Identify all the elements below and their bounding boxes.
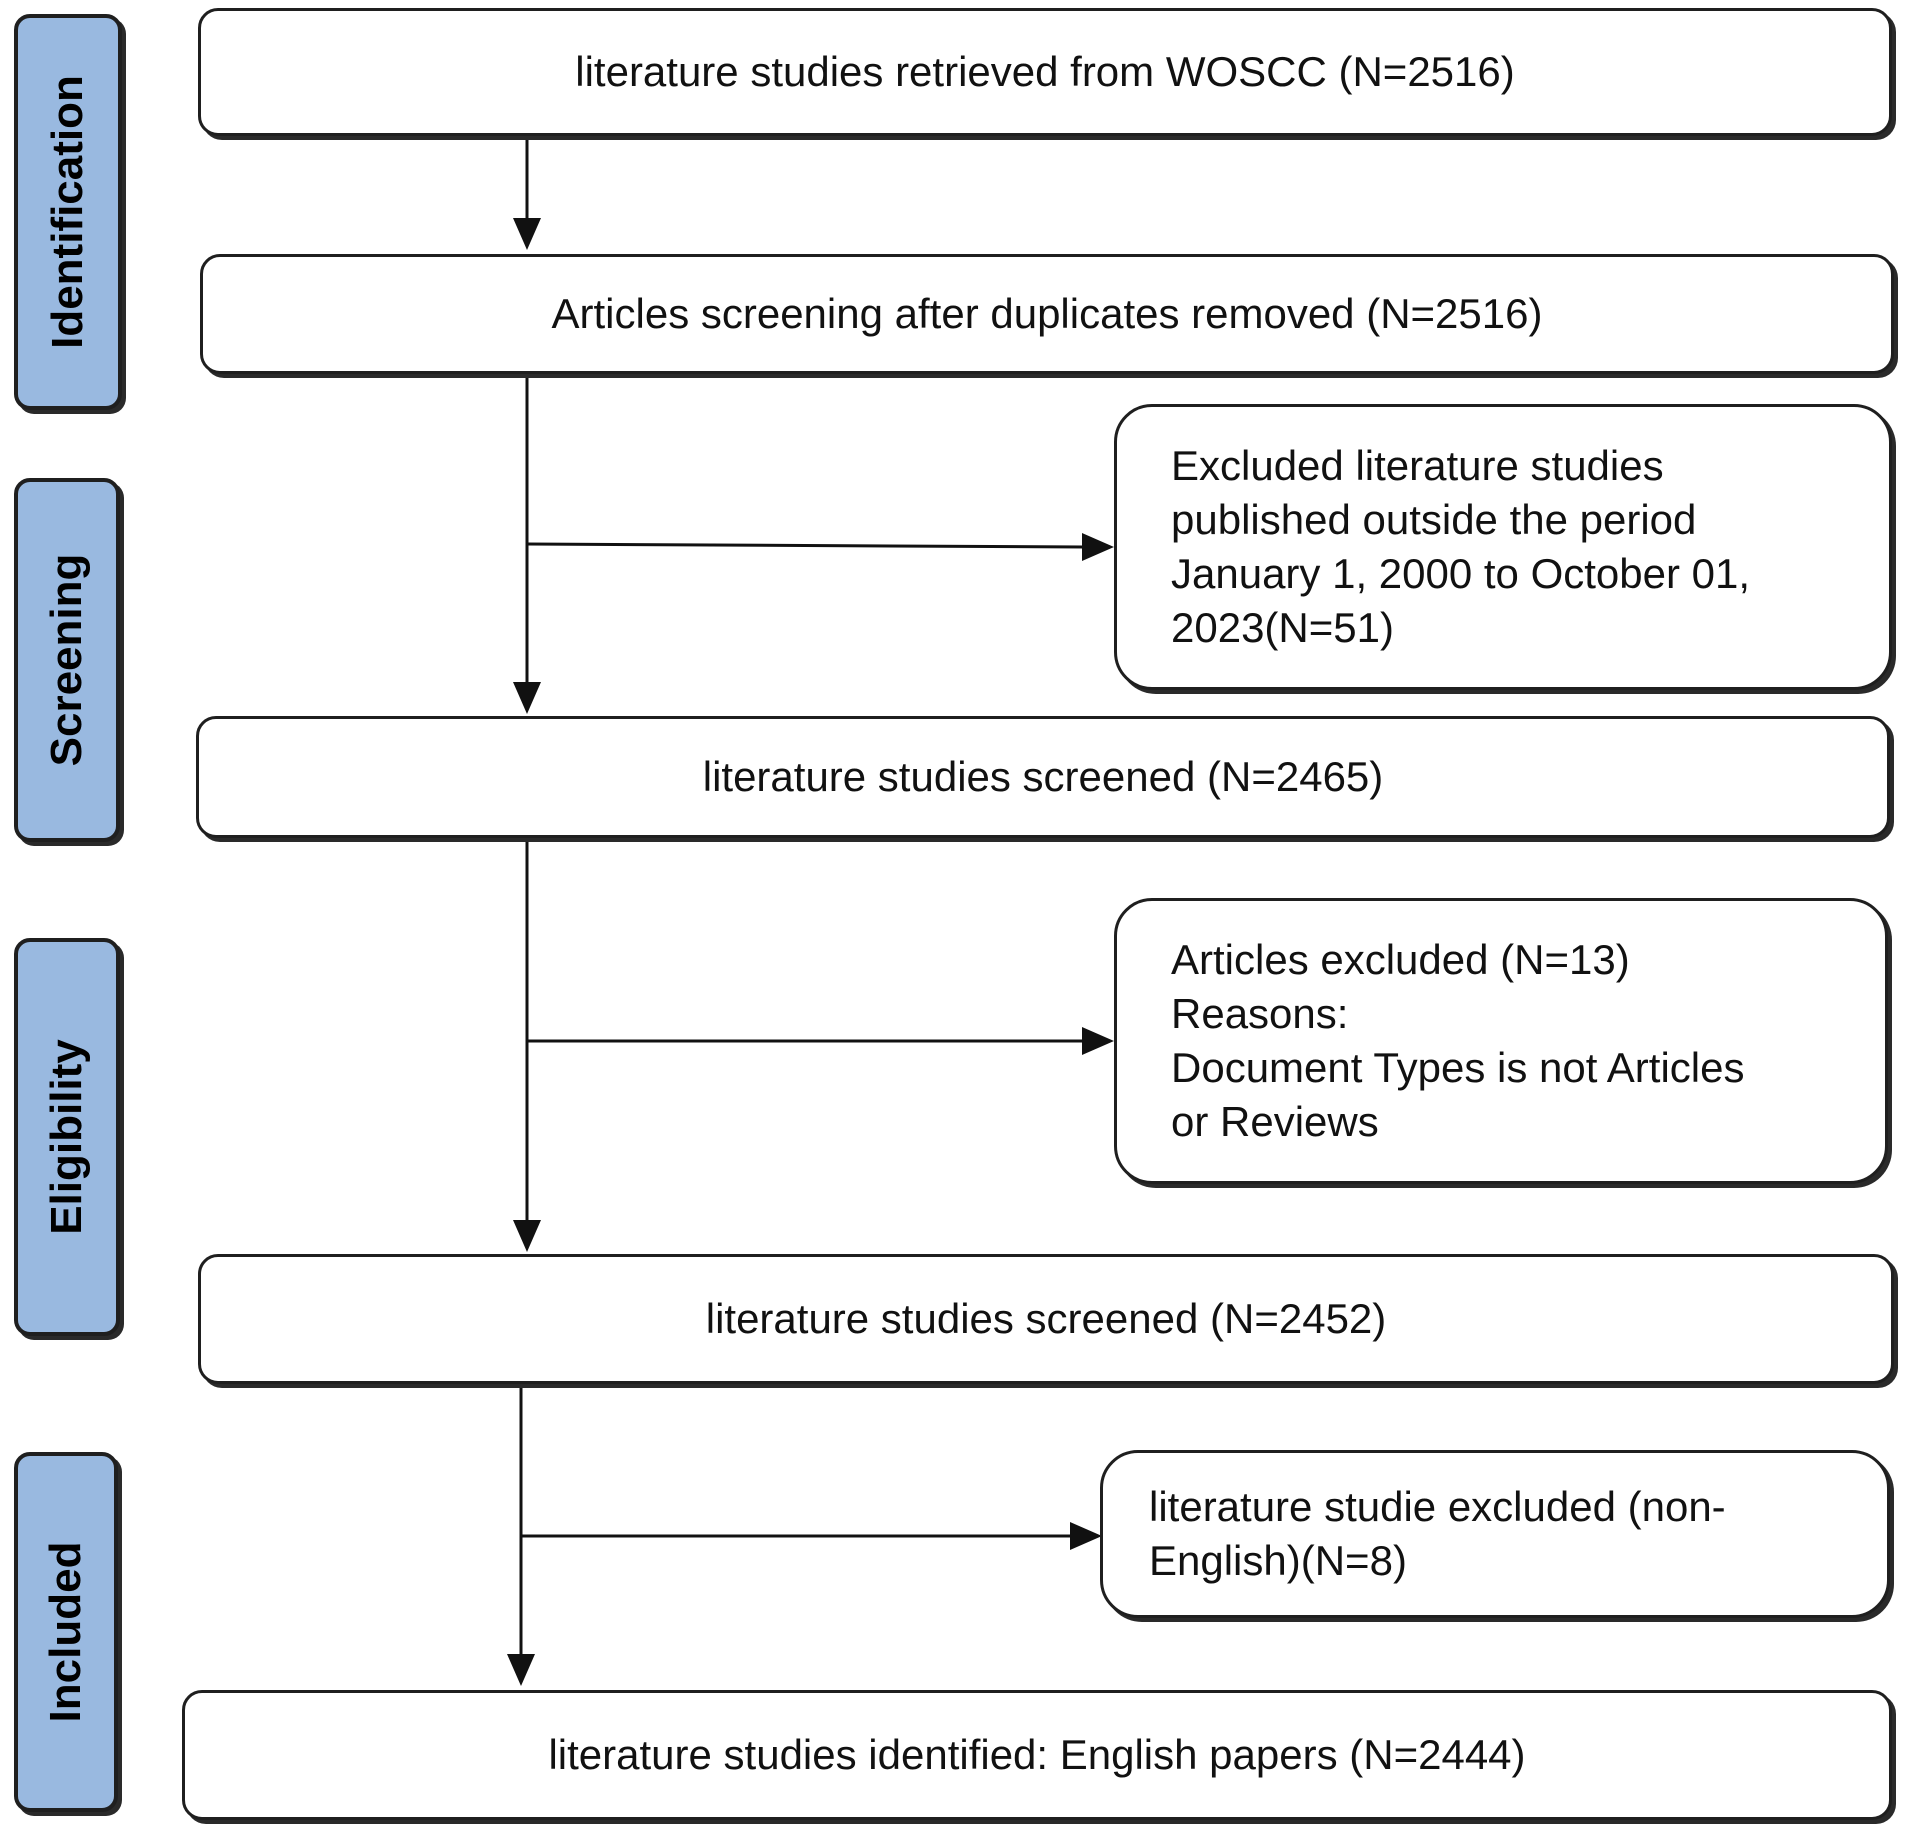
arrow-to-excl-period — [526, 542, 1085, 549]
stage-included: Included — [14, 1452, 118, 1812]
box-text: Articles screening after duplicates remo… — [551, 290, 1543, 337]
box-screened-2465: literature studies screened (N=2465) — [196, 716, 1890, 838]
box-text: literature studies screened (N=2465) — [702, 753, 1384, 800]
box-identified: literature studies identified: English p… — [182, 1690, 1892, 1820]
exclusion-text: literature studie excluded (non- English… — [1149, 1483, 1726, 1584]
box-excluded-period: Excluded literature studies published ou… — [1114, 404, 1892, 690]
stage-screening: Screening — [14, 478, 120, 842]
stage-eligibility: Eligibility — [14, 938, 120, 1336]
box-text: literature studies identified: English p… — [548, 1731, 1526, 1778]
stage-label: Included — [41, 1541, 90, 1723]
arrowhead-down — [513, 682, 541, 714]
box-excluded-doc-type: Articles excluded (N=13) Reasons: Docume… — [1114, 898, 1888, 1184]
exclusion-text: Articles excluded (N=13) Reasons: Docume… — [1171, 936, 1745, 1145]
box-duplicates-removed: Articles screening after duplicates remo… — [200, 254, 1894, 374]
arrowhead-right — [1082, 1027, 1114, 1055]
box-text: literature studies retrieved from WOSCC … — [575, 48, 1515, 95]
box-retrieved: literature studies retrieved from WOSCC … — [198, 8, 1892, 136]
exclusion-text: Excluded literature studies published ou… — [1171, 442, 1751, 651]
arrowhead-down — [507, 1654, 535, 1686]
box-screened-2452: literature studies screened (N=2452) — [198, 1254, 1894, 1384]
box-excluded-language: literature studie excluded (non- English… — [1100, 1450, 1890, 1618]
arrowhead-down — [513, 1220, 541, 1252]
arrowhead-right — [1070, 1522, 1102, 1550]
stage-label: Screening — [42, 553, 91, 767]
arrowhead-down — [513, 218, 541, 250]
arrowhead-right — [1082, 533, 1114, 561]
box-text: literature studies screened (N=2452) — [705, 1295, 1387, 1342]
stage-label: Eligibility — [42, 1039, 91, 1235]
stage-identification: Identification — [14, 14, 122, 410]
stage-label: Identification — [43, 75, 92, 349]
